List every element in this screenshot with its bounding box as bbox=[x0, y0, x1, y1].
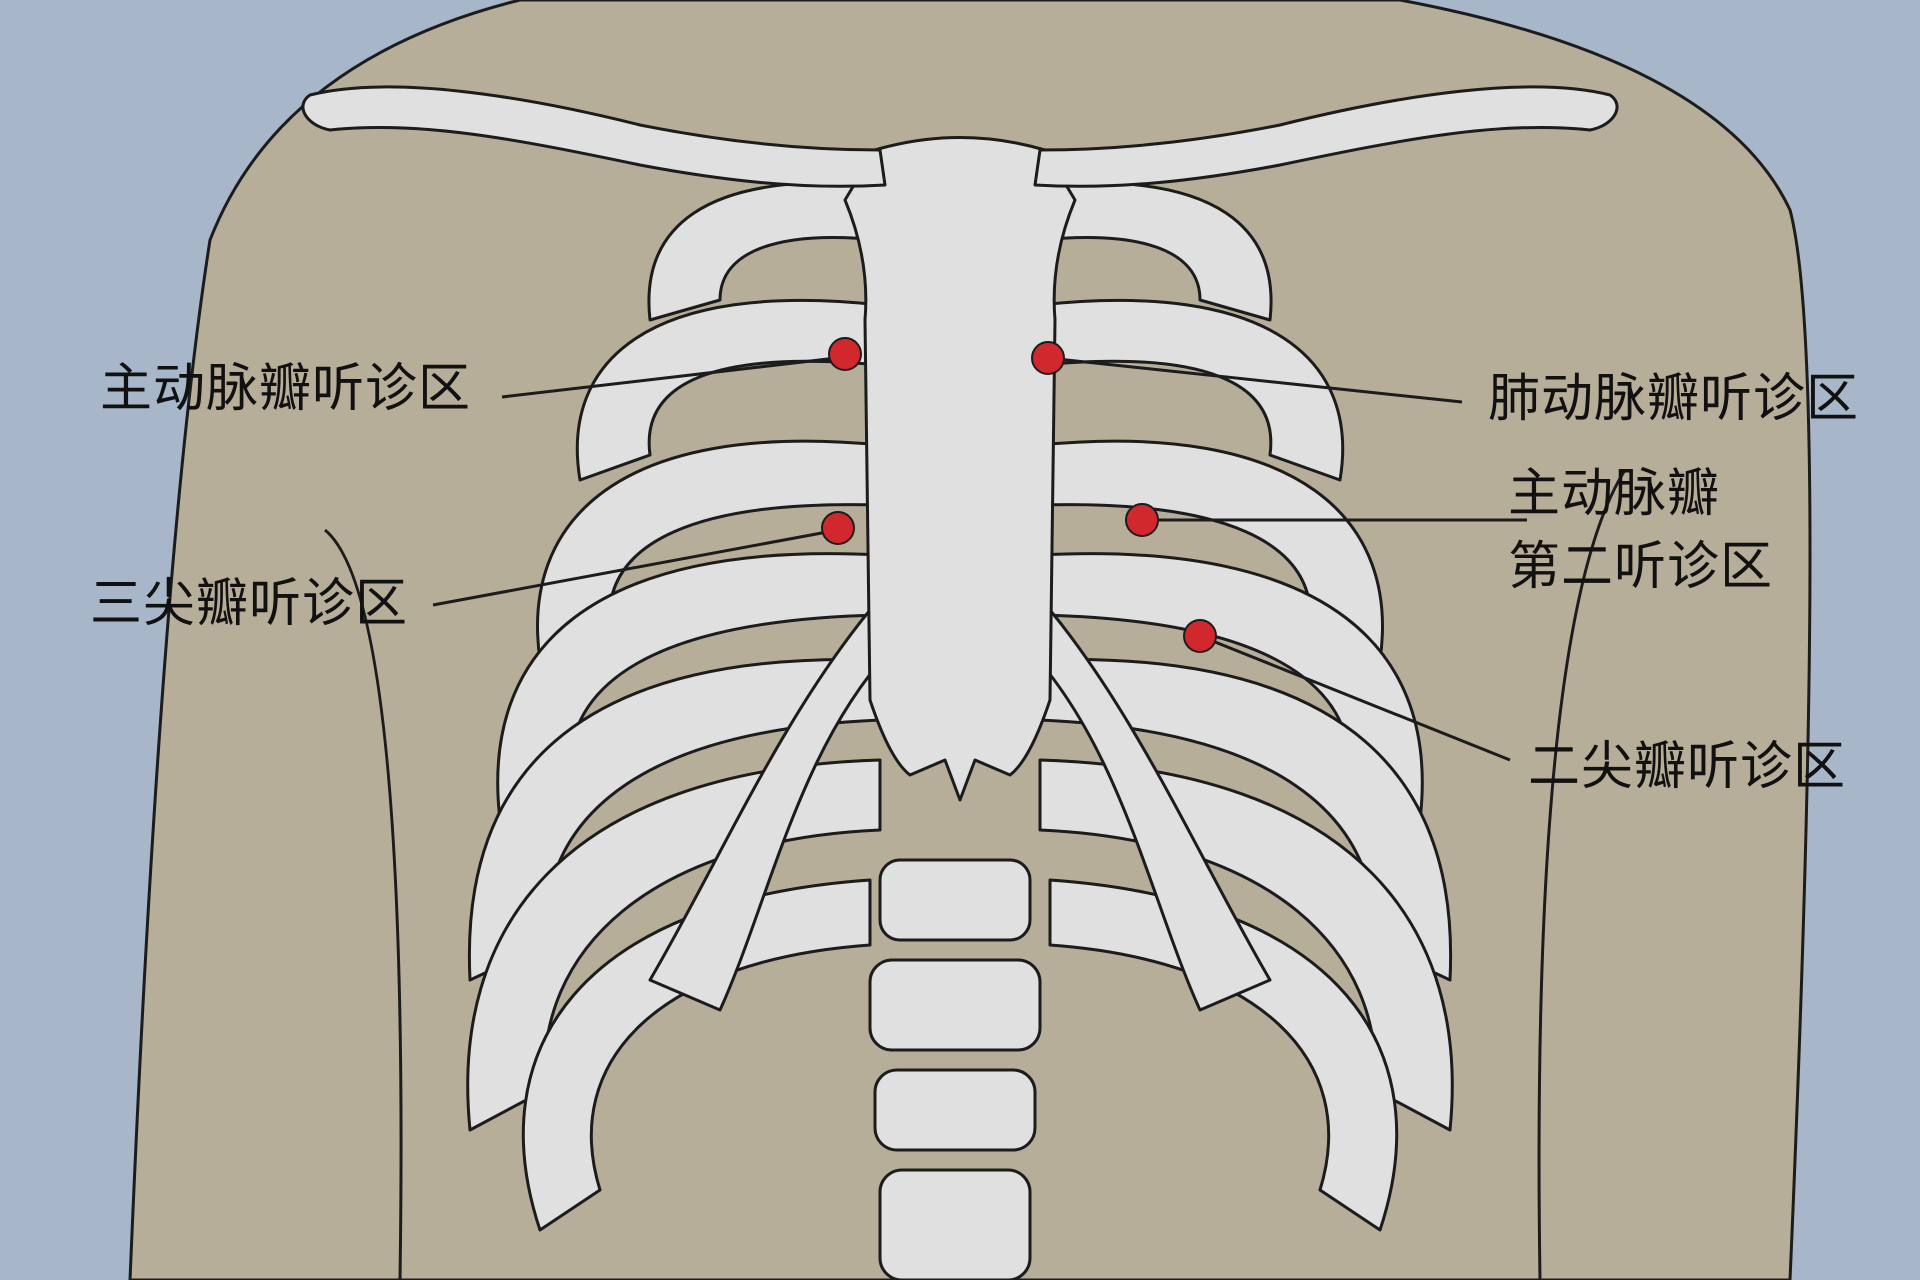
vertebra bbox=[878, 1168, 1032, 1280]
rib bbox=[466, 758, 882, 1132]
left-armpit-line bbox=[324, 528, 403, 1280]
aortic-area-marker bbox=[828, 337, 862, 371]
pulmonary-area-marker bbox=[1031, 341, 1065, 375]
mitral-area-label: 二尖瓣听诊区 bbox=[1528, 737, 1847, 797]
mitral-leader-line bbox=[1199, 634, 1511, 762]
left-costal-arch bbox=[648, 608, 902, 1012]
aortic-area-label: 主动脉瓣听诊区 bbox=[100, 359, 472, 419]
aortic-second-area-marker bbox=[1125, 503, 1159, 537]
rib bbox=[647, 181, 882, 322]
vertebra bbox=[868, 958, 1042, 1052]
vertebra bbox=[873, 1068, 1037, 1152]
mitral-area-marker bbox=[1183, 619, 1217, 653]
rib bbox=[1038, 758, 1454, 1132]
right-costal-arch bbox=[1018, 608, 1272, 1012]
tricuspid-area-marker bbox=[821, 511, 855, 545]
right-clavicle bbox=[1033, 85, 1619, 188]
pulmonary-area-label: 肺动脉瓣听诊区 bbox=[1488, 369, 1860, 429]
tricuspid-leader-line bbox=[432, 528, 839, 607]
vertebra bbox=[878, 858, 1032, 942]
rib bbox=[1038, 657, 1453, 982]
rib bbox=[1038, 181, 1273, 322]
aortic-second-area-label-line1: 主动脉瓣 bbox=[1508, 464, 1721, 524]
pulmonary-leader-line bbox=[1047, 356, 1463, 404]
right-armpit-line bbox=[1537, 469, 1627, 1280]
left-clavicle bbox=[301, 85, 887, 188]
rib bbox=[575, 298, 882, 482]
tricuspid-area-label: 三尖瓣听诊区 bbox=[90, 574, 409, 634]
aortic-second-area-label-line2: 第二听诊区 bbox=[1508, 537, 1774, 597]
sternum bbox=[843, 136, 1077, 802]
aortic-leader-line bbox=[501, 355, 846, 399]
rib bbox=[1038, 298, 1345, 482]
rib bbox=[467, 657, 882, 982]
